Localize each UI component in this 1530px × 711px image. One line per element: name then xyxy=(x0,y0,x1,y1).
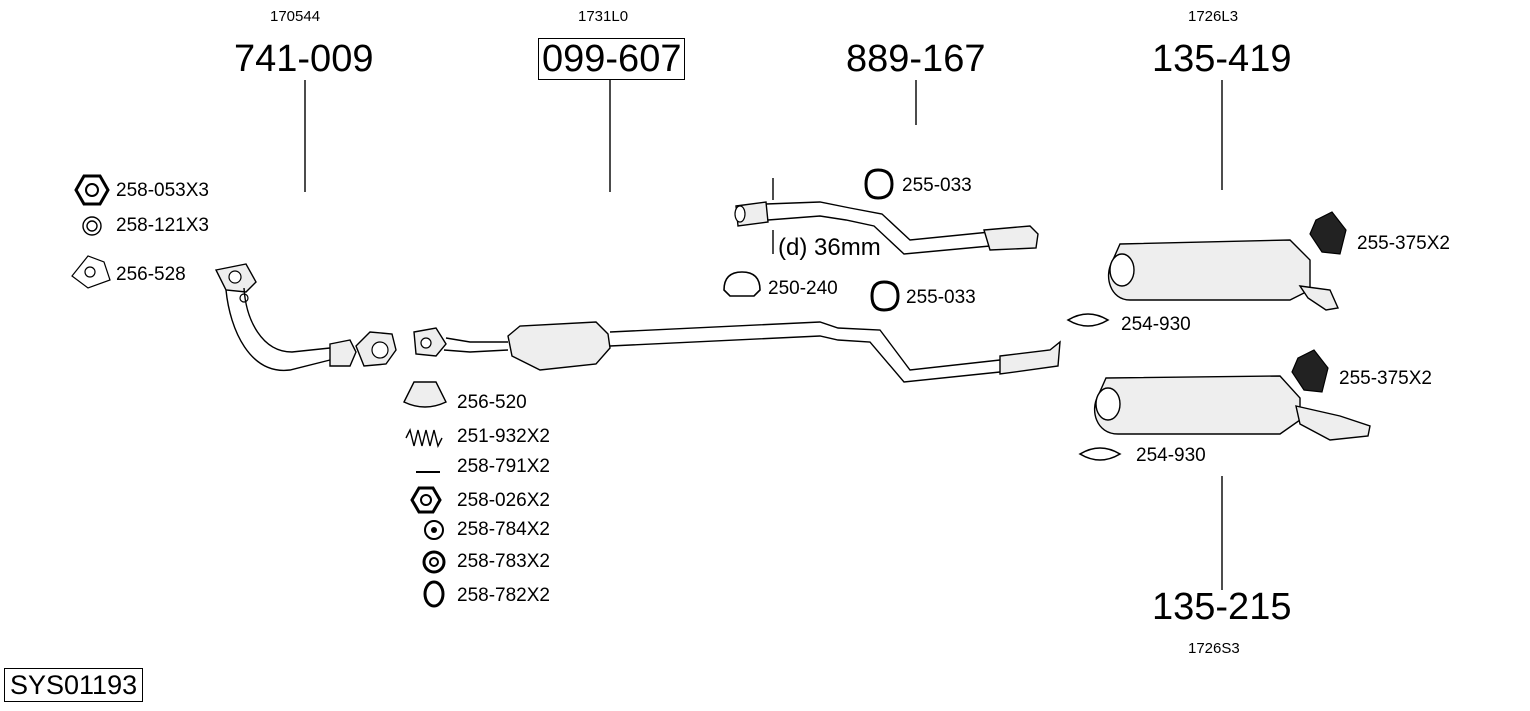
pipe-clamp-icon xyxy=(723,271,761,297)
oem-code-135-419: 1726L3 xyxy=(1188,8,1239,25)
band-clamp-icon xyxy=(1066,313,1110,327)
part-number-135-215[interactable]: 135-215 xyxy=(1152,586,1292,628)
pipe-diameter-note: (d) 36mm xyxy=(778,234,881,261)
label-258-053x3[interactable]: 258-053X3 xyxy=(116,180,209,201)
label-255-375x2-upper[interactable]: 255-375X2 xyxy=(1357,233,1450,254)
oem-code-099-607: 1731L0 xyxy=(578,8,629,25)
diagram-code: SYS01193 xyxy=(4,668,144,702)
front-pipe-741-009[interactable] xyxy=(214,263,397,371)
catalyst-pipe-099-607[interactable] xyxy=(413,321,1061,383)
part-number-099-607[interactable]: 099-607 xyxy=(538,38,686,80)
washer-inner-icon xyxy=(431,527,437,533)
label-258-783x2[interactable]: 258-783X2 xyxy=(457,551,550,572)
rear-silencer-135-419[interactable] xyxy=(1107,239,1340,311)
label-258-784x2[interactable]: 258-784X2 xyxy=(457,519,550,540)
rear-silencer-135-215[interactable] xyxy=(1093,375,1371,441)
label-255-375x2-lower[interactable]: 255-375X2 xyxy=(1339,368,1432,389)
label-251-932x2[interactable]: 251-932X2 xyxy=(457,426,550,447)
part-number-889-167[interactable]: 889-167 xyxy=(846,38,986,80)
label-254-930-lower[interactable]: 254-930 xyxy=(1136,445,1206,466)
nut-hole-icon xyxy=(420,494,432,506)
label-256-520[interactable]: 256-520 xyxy=(457,392,527,413)
label-258-782x2[interactable]: 258-782X2 xyxy=(457,585,550,606)
nut-hole-icon xyxy=(85,183,99,197)
spring-icon xyxy=(405,427,443,449)
band-clamp-icon xyxy=(1078,447,1122,461)
label-256-528[interactable]: 256-528 xyxy=(116,264,186,285)
label-254-930-upper[interactable]: 254-930 xyxy=(1121,314,1191,335)
oem-code-135-215: 1726S3 xyxy=(1188,640,1240,657)
label-250-240[interactable]: 250-240 xyxy=(768,278,838,299)
intermediate-pipe-889-167[interactable] xyxy=(734,178,1039,255)
rubber-hanger-icon xyxy=(864,168,894,200)
rubber-mount-icon xyxy=(1291,349,1329,393)
oem-code-741-009: 170544 xyxy=(270,8,321,25)
label-255-033-top[interactable]: 255-033 xyxy=(902,175,972,196)
washer-inner-icon xyxy=(86,220,98,232)
gasket-hole-icon xyxy=(84,266,96,278)
rubber-mount-icon xyxy=(1309,211,1347,255)
part-number-135-419[interactable]: 135-419 xyxy=(1152,38,1292,80)
rubber-hanger-icon xyxy=(870,280,900,312)
label-258-121x3[interactable]: 258-121X3 xyxy=(116,215,209,236)
cone-washer-icon xyxy=(423,580,445,608)
label-258-791x2[interactable]: 258-791X2 xyxy=(457,456,550,477)
spring-washer-inner-icon xyxy=(429,557,439,567)
ring-gasket-icon xyxy=(403,381,447,408)
label-255-033-mid[interactable]: 255-033 xyxy=(906,287,976,308)
part-number-741-009[interactable]: 741-009 xyxy=(234,38,374,80)
label-258-026x2[interactable]: 258-026X2 xyxy=(457,490,550,511)
